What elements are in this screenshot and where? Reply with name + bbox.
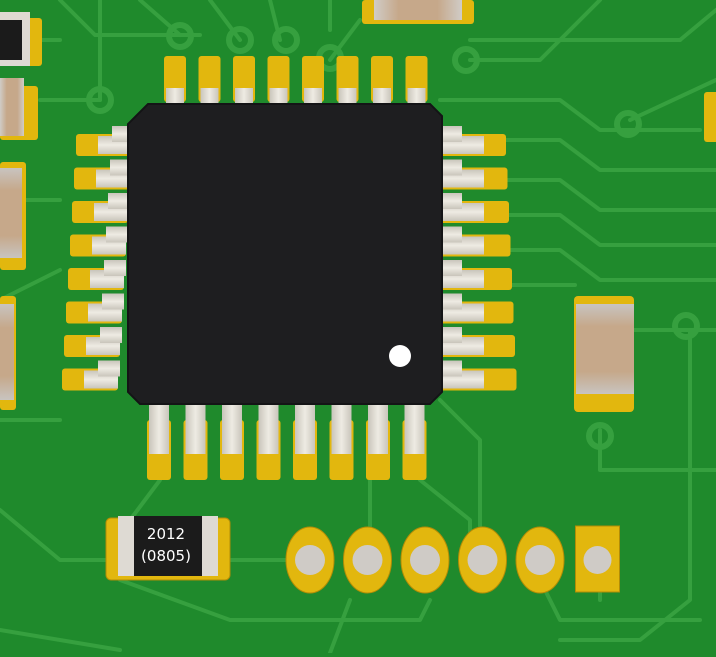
via: [614, 110, 642, 138]
capacitor-right: [574, 296, 634, 412]
ic-pin-bottom: [149, 398, 169, 454]
ic-pin-top: [235, 88, 253, 106]
via: [226, 26, 254, 54]
header-hole: [525, 545, 555, 575]
capacitor-left-2: [0, 162, 26, 270]
via: [86, 86, 114, 114]
ic-qfp32[interactable]: [127, 103, 443, 405]
ic-pin-top: [166, 88, 184, 106]
via: [586, 422, 614, 450]
edge-pad-right: [704, 92, 716, 142]
capacitor-left-1: [0, 78, 38, 140]
header-hole: [295, 545, 325, 575]
resistor-code-label: 2012: [147, 525, 185, 543]
pin-header: [285, 525, 620, 594]
resistor-package-label: (0805): [141, 547, 191, 565]
resistor-0805[interactable]: 2012 (0805): [105, 516, 231, 581]
ic-pin-right-upper: [440, 126, 462, 142]
header-hole: [352, 545, 383, 575]
ic-pin-top: [304, 88, 322, 106]
header-pad-square: [575, 525, 620, 593]
ic-pin-left-upper: [98, 360, 120, 377]
via: [272, 26, 300, 54]
header-hole: [467, 545, 498, 575]
ic-pin-left-upper: [100, 327, 122, 343]
via: [672, 312, 700, 340]
ic-pin-bottom: [258, 398, 279, 454]
ic-pin-right-upper: [440, 360, 462, 377]
ic-pin-bottom: [185, 398, 206, 454]
ic-pin-right-upper: [440, 159, 462, 176]
ic-pin-left-upper: [110, 159, 132, 176]
ic-pin-top: [373, 88, 391, 106]
ic-pin-bottom: [331, 398, 352, 454]
ic-pin-left-upper: [102, 293, 124, 310]
ic-pin-right-upper: [440, 260, 462, 276]
ic-pin-bottom: [404, 398, 425, 454]
ic-body: [127, 103, 443, 405]
ic-pin-bottom: [368, 398, 388, 454]
ic-pin-bottom: [295, 398, 315, 454]
capacitor-top: [362, 0, 474, 24]
ic-pin-top: [407, 88, 426, 106]
ic-pin-top: [269, 88, 288, 106]
ic-pin-bottom: [222, 398, 242, 454]
ic-pins: [84, 88, 484, 454]
ic-pin-left-upper: [104, 260, 126, 276]
ic-pin-right-upper: [440, 293, 462, 310]
ic-pin-right-upper: [440, 327, 462, 343]
ic-pin-right-upper: [440, 193, 462, 209]
ic-pin-left-upper: [106, 226, 128, 243]
ic-pin-right-upper: [440, 226, 462, 243]
ic-pin-top: [200, 88, 219, 106]
header-hole: [583, 546, 612, 574]
capacitor-left-3: [0, 296, 16, 410]
ic-pin-top: [338, 88, 357, 106]
pin1-marker-dot: [389, 345, 411, 367]
via: [166, 22, 194, 50]
via: [452, 46, 480, 74]
passive-components: [0, 0, 716, 412]
resistor-top-left: [0, 12, 42, 66]
header-hole: [410, 545, 440, 575]
ic-pin-left-upper: [108, 193, 130, 209]
